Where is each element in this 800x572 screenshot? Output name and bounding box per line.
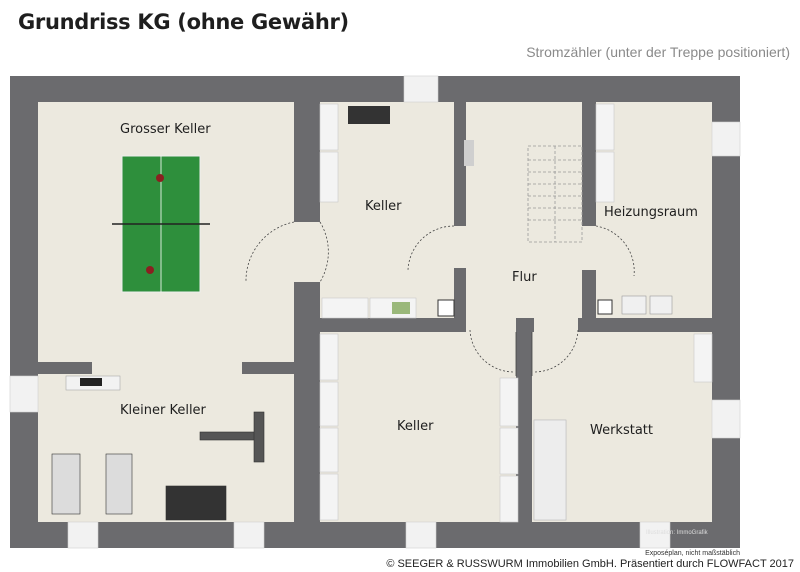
room-label-keller-bottom: Keller	[397, 419, 434, 434]
illustration-credit: Illustration: ImmoGrafik	[646, 530, 708, 536]
bottles-rack	[348, 106, 390, 124]
tank	[649, 295, 673, 315]
fitness-equipment	[51, 411, 265, 521]
door-arc-flur-left	[407, 225, 455, 271]
fixture-keller	[437, 299, 455, 317]
door-arc-flur-bottom-left	[469, 329, 515, 373]
workbench	[533, 419, 567, 521]
door-arc-grosser	[245, 221, 295, 283]
floor-keller-top	[320, 102, 454, 318]
floor-heizung	[596, 102, 712, 318]
windows	[9, 75, 741, 549]
boiler	[621, 295, 647, 315]
scale-note: Exposéplan, nicht maßstäblich	[645, 550, 740, 557]
staircase	[527, 145, 583, 243]
room-label-grosser-keller: Grosser Keller	[120, 122, 211, 137]
room-label-kleiner-keller: Kleiner Keller	[120, 403, 206, 418]
door-arc-keller	[319, 221, 329, 283]
door-arc-heizung	[595, 225, 635, 277]
page-title: Grundriss KG (ohne Gewähr)	[18, 10, 349, 34]
room-label-keller-top: Keller	[365, 199, 402, 214]
door-arc-flur-bottom-right	[533, 329, 579, 373]
floor-keller-bottom	[320, 332, 496, 522]
room-label-werkstatt: Werkstatt	[590, 423, 653, 438]
room-label-heizungsraum: Heizungsraum	[604, 205, 698, 220]
fixture-heizung	[597, 299, 613, 315]
meter-note: Stromzähler (unter der Treppe positionie…	[526, 44, 790, 60]
floor-flur	[466, 102, 582, 318]
copyright: © SEEGER & RUSSWURM Immobilien GmbH. Prä…	[386, 558, 794, 570]
electric-box	[464, 140, 474, 166]
room-label-flur: Flur	[512, 270, 537, 285]
table-tennis	[112, 155, 210, 293]
